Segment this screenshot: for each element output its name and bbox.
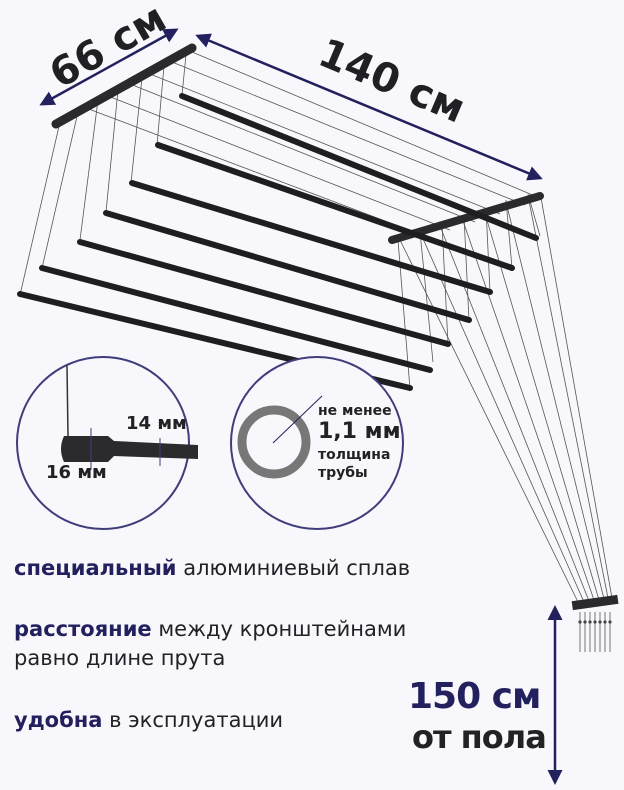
feature-alloy-bold: специальный (14, 556, 177, 580)
tube-thickness-detail (230, 356, 404, 530)
top-left-bracket (51, 43, 197, 129)
feature-usability-bold: удобна (14, 708, 103, 732)
feature-usability: удобна в эксплуатации (14, 706, 283, 735)
tube-note-line1: не менее (318, 403, 392, 419)
tube-thickness-value: 1,1 мм (318, 419, 401, 444)
feature-distance-bold: расстояние (14, 617, 152, 641)
feature-distance: расстояние между кронштейнами равно длин… (14, 615, 406, 673)
tube-note-line3: толщина (318, 447, 391, 463)
suspension-wires (19, 51, 613, 603)
rod-diameter-detail (16, 356, 198, 530)
length-dimension-arrow (195, 33, 543, 181)
outer-diameter-label: 16 мм (46, 462, 107, 483)
width-dimension-arrow (39, 28, 179, 106)
feature-distance-line2: равно длине прута (14, 646, 226, 670)
drying-rods (17, 93, 539, 391)
height-caption: от пола (412, 718, 547, 756)
feature-usability-text: в эксплуатации (102, 708, 284, 732)
wall-cleat (571, 594, 619, 652)
height-value: 150 см (408, 676, 541, 717)
feature-distance-text: между кронштейнами (151, 617, 407, 641)
inner-diameter-label: 14 мм (126, 413, 187, 434)
feature-alloy: специальный алюминиевый сплав (14, 554, 410, 583)
tube-note-line4: трубы (318, 465, 368, 481)
feature-alloy-text: алюминиевый сплав (176, 556, 411, 580)
